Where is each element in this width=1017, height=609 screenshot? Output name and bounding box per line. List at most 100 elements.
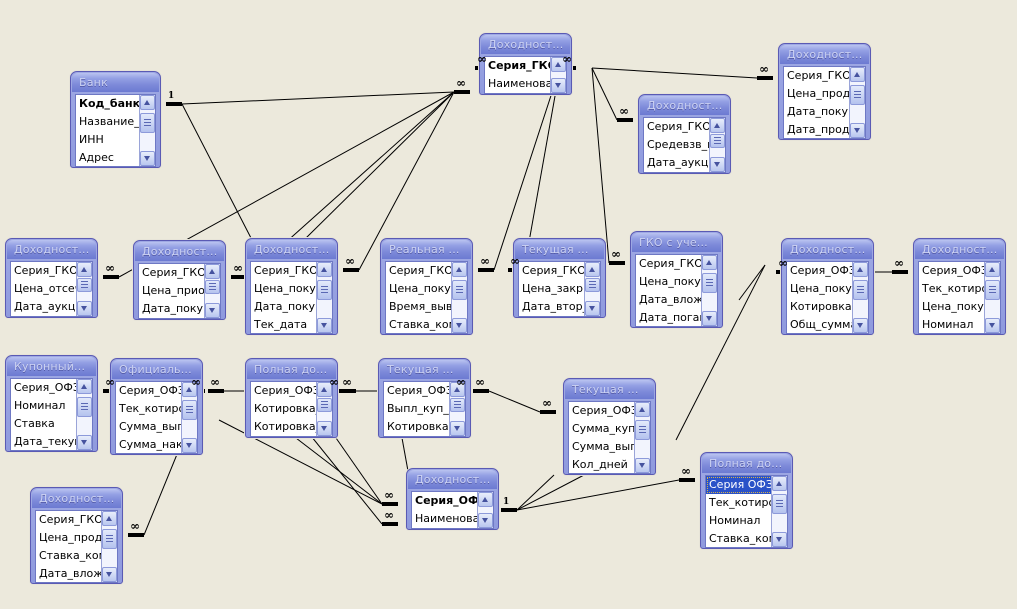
field-row[interactable]: Общ_сумма [790,318,858,331]
field-row[interactable]: Номинал [922,318,974,331]
scroll-down-arrow-icon[interactable] [317,421,332,436]
table-title[interactable]: Доходност... [32,489,121,508]
table-title[interactable]: Текущая ... [380,360,469,379]
scroll-down-arrow-icon[interactable] [985,318,1000,333]
scroll-up-arrow-icon[interactable] [585,262,600,277]
field-list-scrollbar[interactable] [709,118,725,172]
scroll-down-arrow-icon[interactable] [850,123,865,138]
field-row[interactable]: Номинал [709,514,761,527]
field-row[interactable]: Ставка_коми [389,318,465,331]
scroll-up-arrow-icon[interactable] [77,262,92,277]
field-row[interactable]: Время_вывод [389,300,467,313]
field-row[interactable]: Цена_покупк [639,275,715,288]
table-title[interactable]: Доходност... [7,240,96,259]
scroll-up-arrow-icon[interactable] [102,511,117,526]
scrollbar-thumb[interactable] [450,398,465,412]
field-row[interactable]: Котировка [387,420,449,433]
field-row[interactable]: Дата_покупк [254,300,329,313]
field-row[interactable]: Серия_ОФЗ [922,264,988,277]
table-title[interactable]: Доходност... [247,240,336,259]
field-row[interactable]: Дата_текущ [14,435,85,448]
field-row[interactable]: Ставка [14,417,55,430]
field-row[interactable]: Тек_котиров [119,402,192,415]
field-list-scrollbar[interactable] [852,262,868,333]
field-row[interactable]: Дата_аукцио [14,300,90,313]
scroll-up-arrow-icon[interactable] [452,262,467,277]
field-row[interactable]: Серия_ОФЗ [254,384,320,397]
scrollbar-thumb[interactable] [850,85,865,105]
scroll-up-arrow-icon[interactable] [772,476,787,491]
field-row[interactable]: Серия_ОФЗ [14,381,80,394]
field-row[interactable]: Ставка_коми [709,532,785,545]
field-row[interactable]: Адрес [79,151,114,164]
scroll-up-arrow-icon[interactable] [710,118,725,133]
table-title[interactable]: Текущая ... [515,240,604,259]
table-title[interactable]: Доходност... [780,45,869,64]
scroll-up-arrow-icon[interactable] [317,262,332,277]
scroll-down-arrow-icon[interactable] [585,301,600,316]
field-list-scrollbar[interactable] [771,476,787,547]
field-list-scrollbar[interactable] [550,57,566,93]
field-list-scrollbar[interactable] [584,262,600,316]
scroll-up-arrow-icon[interactable] [182,382,197,397]
table-title[interactable]: Реальная ... [382,240,471,259]
scroll-down-arrow-icon[interactable] [205,303,220,318]
field-row[interactable]: Цена_покупк [254,282,330,295]
field-row[interactable]: Серия_ГКО [647,120,711,133]
field-row[interactable]: Серия_ГКО [488,59,558,72]
table-title[interactable]: ГКО с уче... [632,233,721,252]
field-row[interactable]: Цена_покупк [922,300,998,313]
field-row[interactable]: Дата_покупк [787,105,862,118]
scrollbar-thumb[interactable] [182,400,197,420]
scrollbar-thumb[interactable] [77,278,92,292]
field-row[interactable]: Цена_закрыт [522,282,599,295]
scroll-down-arrow-icon[interactable] [102,567,117,582]
field-row[interactable]: Котировка_С [254,402,329,415]
scroll-down-arrow-icon[interactable] [853,318,868,333]
table-title[interactable]: Доходност... [915,240,1004,259]
field-row[interactable]: Средевзв_це [647,138,722,151]
scroll-up-arrow-icon[interactable] [317,382,332,397]
table-title[interactable]: Доходност... [640,96,729,115]
scrollbar-thumb[interactable] [102,529,117,549]
field-list-scrollbar[interactable] [76,262,92,316]
field-row[interactable]: Серия_ОФЗ [790,264,856,277]
table-title[interactable]: Полная до... [702,454,791,473]
field-row[interactable]: Серия_ГКО [389,264,453,277]
scrollbar-thumb[interactable] [635,420,650,440]
scrollbar-thumb[interactable] [77,397,92,417]
scroll-up-arrow-icon[interactable] [850,67,865,82]
table-title[interactable]: Официаль... [112,360,201,379]
field-row[interactable]: Дата_погаше [639,311,717,324]
field-row[interactable]: Номинал [14,399,66,412]
scroll-up-arrow-icon[interactable] [985,262,1000,277]
scroll-up-arrow-icon[interactable] [635,402,650,417]
field-row[interactable]: Серия_ГКО [14,264,78,277]
scroll-down-arrow-icon[interactable] [702,311,717,326]
field-row[interactable]: Серия ОФЗ [706,476,787,494]
field-list-scrollbar[interactable] [477,492,493,528]
scrollbar-thumb[interactable] [853,280,868,300]
scroll-up-arrow-icon[interactable] [478,492,493,507]
field-row[interactable]: Серия_ГКО [254,264,318,277]
field-row[interactable]: Серия_ОФЗ [415,494,487,507]
field-row[interactable]: Цена_продаж [39,531,117,544]
scrollbar-thumb[interactable] [140,113,155,133]
scroll-up-arrow-icon[interactable] [853,262,868,277]
field-list-scrollbar[interactable] [634,402,650,473]
